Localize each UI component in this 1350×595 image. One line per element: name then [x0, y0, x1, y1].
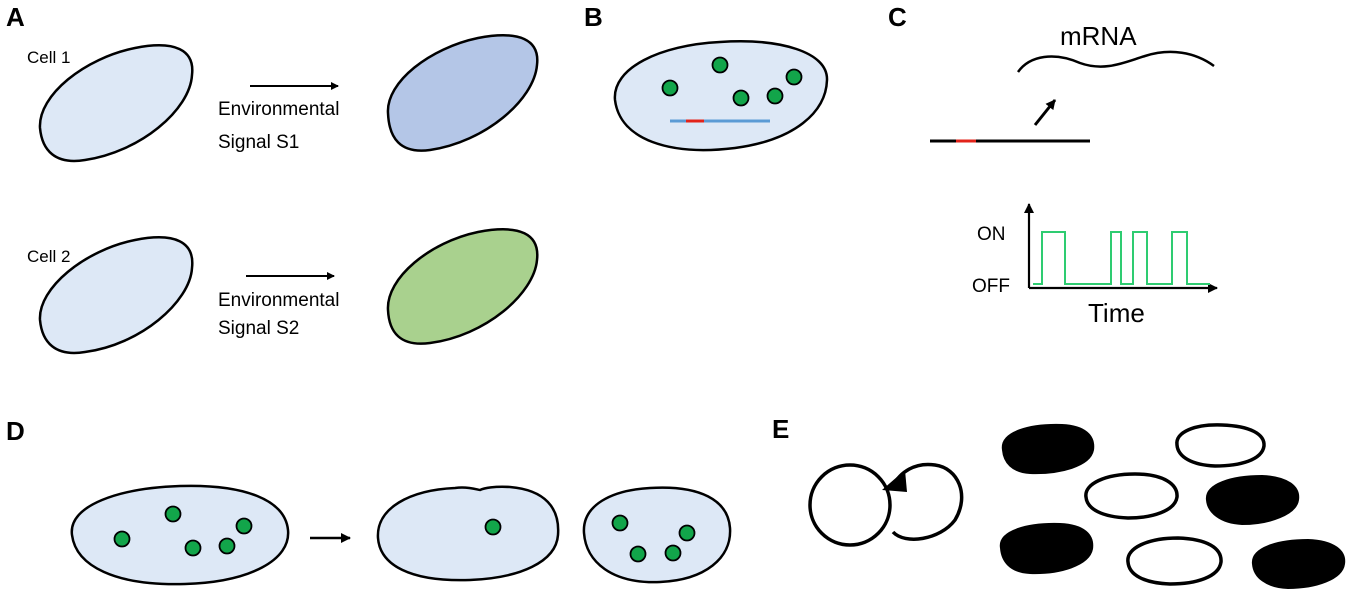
- molecules-daughter-2-d: [611, 514, 696, 563]
- panel-a: A Cell 1 Environmental Signal S1 Cell 2 …: [6, 2, 539, 355]
- molecule: [661, 79, 679, 97]
- cell-on: [1205, 474, 1300, 526]
- mrna-label: mRNA: [1060, 21, 1137, 51]
- signal-1-line-2: Signal S1: [218, 132, 299, 153]
- feedback-arrowhead: [882, 470, 907, 492]
- mrna-strand: [1016, 50, 1215, 73]
- molecule: [678, 524, 696, 542]
- molecule: [184, 539, 202, 557]
- population-e: [999, 423, 1346, 590]
- transcription-arrow: [1033, 99, 1057, 126]
- cell-1-before: [38, 44, 194, 163]
- molecule: [235, 517, 253, 535]
- molecule: [611, 514, 629, 532]
- cell-2-after-s2: [386, 228, 539, 345]
- cell-on: [1001, 423, 1095, 475]
- signal-1-line-1: Environmental: [218, 99, 339, 120]
- molecule: [766, 87, 784, 105]
- cell-on: [1251, 538, 1346, 590]
- panel-a-letter: A: [6, 2, 25, 32]
- signal-2-line-2: Signal S2: [218, 318, 299, 339]
- signal-2-line-1: Environmental: [218, 290, 339, 311]
- cell-1-label: Cell 1: [27, 48, 70, 67]
- panel-b: B: [584, 2, 829, 152]
- cell-off: [1084, 472, 1179, 520]
- molecule: [629, 545, 647, 563]
- molecule: [664, 544, 682, 562]
- molecules-b: [661, 56, 803, 107]
- off-label: OFF: [972, 276, 1010, 297]
- molecule: [113, 530, 131, 548]
- molecule: [218, 537, 236, 555]
- panel-d: D: [6, 416, 732, 586]
- panel-b-letter: B: [584, 2, 603, 32]
- molecule: [484, 518, 502, 536]
- panel-e: E: [772, 414, 1346, 590]
- parent-cell-d: [70, 484, 290, 586]
- panel-e-letter: E: [772, 414, 789, 444]
- feedback-loop-arrow: [891, 462, 964, 541]
- molecule: [711, 56, 729, 74]
- molecule: [164, 505, 182, 523]
- molecule: [732, 89, 750, 107]
- panel-d-letter: D: [6, 416, 25, 446]
- cell-1-after-s1: [386, 34, 539, 152]
- cell-off: [1126, 536, 1223, 586]
- cell-2-before: [38, 236, 194, 355]
- cell-b: [613, 40, 829, 152]
- time-label: Time: [1088, 298, 1145, 328]
- molecules-parent-d: [113, 505, 253, 557]
- molecule: [785, 68, 803, 86]
- cell-on: [999, 522, 1094, 575]
- expression-trace: [1033, 231, 1210, 285]
- cell-2-label: Cell 2: [27, 247, 70, 266]
- daughter-cell-1-d: [376, 485, 560, 582]
- on-label: ON: [977, 224, 1006, 245]
- panel-c-letter: C: [888, 2, 907, 32]
- panel-c: C mRNA ON OFF Time: [888, 2, 1218, 328]
- daughter-cell-2-d: [582, 486, 732, 584]
- feedback-cell: [808, 463, 892, 547]
- cell-off: [1175, 423, 1266, 468]
